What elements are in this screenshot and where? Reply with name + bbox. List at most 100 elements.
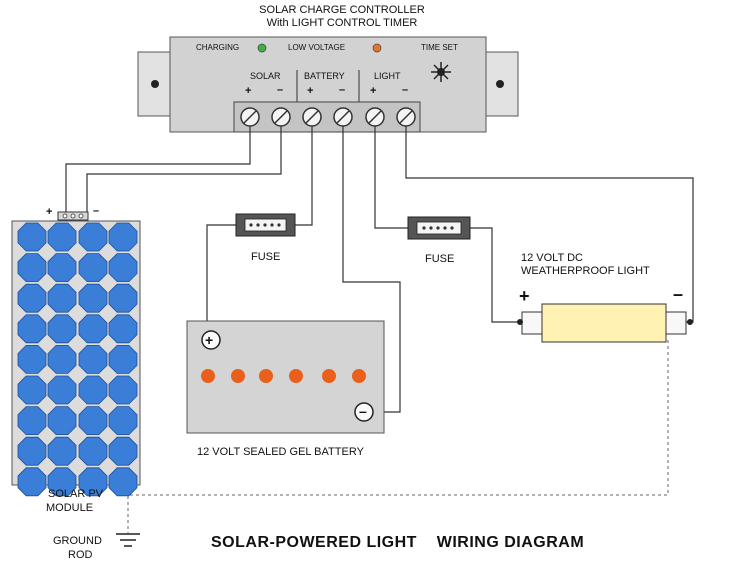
battery-negative-sign: – bbox=[339, 84, 346, 96]
light-negative-sign: – bbox=[402, 84, 409, 96]
solar-cell bbox=[78, 314, 108, 344]
solar-cell bbox=[47, 222, 77, 252]
solar-cell bbox=[78, 222, 108, 252]
light-terminal-label: LIGHT bbox=[374, 71, 401, 81]
solar-terminal-label: SOLAR bbox=[250, 71, 281, 81]
solar-cell bbox=[17, 253, 47, 283]
junction-terminal bbox=[70, 213, 76, 219]
battery-negative-terminal bbox=[354, 402, 374, 422]
low-voltage-led bbox=[372, 43, 382, 53]
time-set-label: TIME SET bbox=[421, 43, 458, 52]
wire-light-positive bbox=[374, 126, 408, 229]
wire-battery-negative bbox=[342, 126, 401, 413]
battery-cell-cap bbox=[322, 369, 336, 383]
solar-cell bbox=[17, 344, 47, 374]
solar-cell bbox=[17, 222, 47, 252]
battery-cell-cap bbox=[201, 369, 215, 383]
terminal-screw-battery-positive bbox=[302, 107, 322, 127]
lamp-end-cap-left bbox=[521, 311, 543, 335]
controller-title-line-2: With LIGHT CONTROL TIMER bbox=[266, 17, 418, 29]
ground-rod-label-line-2: ROD bbox=[68, 549, 93, 561]
solar-cell bbox=[108, 406, 138, 436]
lamp-positive-terminal bbox=[517, 319, 523, 325]
wire-fuse-to-lamp-positive bbox=[470, 227, 523, 323]
solar-cell bbox=[47, 314, 77, 344]
lamp-tube bbox=[541, 303, 667, 343]
battery-label: 12 VOLT SEALED GEL BATTERY bbox=[197, 446, 364, 458]
solar-cell bbox=[108, 253, 138, 283]
solar-cell bbox=[47, 467, 77, 497]
fuse-right-label: FUSE bbox=[425, 253, 455, 265]
terminal-screw-battery-negative bbox=[333, 107, 353, 127]
lamp-label-line-2: WEATHERPROOF LIGHT bbox=[521, 265, 650, 277]
fuse-right-holder bbox=[407, 216, 471, 240]
solar-cell bbox=[108, 344, 138, 374]
charging-led bbox=[257, 43, 267, 53]
fuse-left-holder bbox=[235, 213, 296, 237]
terminal-screw-light-positive bbox=[365, 107, 385, 127]
battery-positive-sign: + bbox=[307, 85, 314, 97]
lamp-negative-sign: – bbox=[673, 284, 684, 304]
light-positive-sign: + bbox=[370, 85, 377, 97]
solar-cell bbox=[108, 436, 138, 466]
battery-cell-cap bbox=[289, 369, 303, 383]
battery-positive-symbol: + bbox=[205, 332, 214, 348]
charging-label: CHARGING bbox=[196, 43, 240, 52]
low-voltage-label: LOW VOLTAGE bbox=[288, 43, 346, 52]
solar-cell bbox=[78, 406, 108, 436]
solar-cell bbox=[17, 406, 47, 436]
panel-positive-sign: + bbox=[46, 206, 53, 218]
mount-hole-right bbox=[496, 80, 504, 88]
battery-cell-caps bbox=[201, 369, 366, 383]
solar-cell bbox=[47, 436, 77, 466]
ground-rod-symbol bbox=[116, 533, 140, 547]
solar-cell bbox=[108, 467, 138, 497]
solar-cell bbox=[17, 375, 47, 405]
fuse-left-label: FUSE bbox=[251, 251, 281, 263]
lamp-label-line-1: 12 VOLT DC bbox=[521, 252, 583, 264]
solar-cell bbox=[47, 253, 77, 283]
mount-hole-left bbox=[151, 80, 159, 88]
ground-wire-dashed bbox=[127, 340, 669, 533]
battery-negative-symbol: – bbox=[359, 403, 367, 419]
battery-cell-cap bbox=[352, 369, 366, 383]
lamp-positive-sign: + bbox=[519, 286, 530, 306]
wire-fuse-to-battery-positive bbox=[206, 224, 236, 330]
solar-pv-label-line-1: SOLAR PV bbox=[48, 488, 104, 500]
solar-cell-grid bbox=[17, 222, 138, 497]
diagram-title: SOLAR-POWERED LIGHT WIRING DIAGRAM bbox=[211, 534, 585, 551]
solar-cell bbox=[78, 283, 108, 313]
solar-positive-sign: + bbox=[245, 85, 252, 97]
charge-controller-body bbox=[169, 36, 487, 133]
battery-positive-terminal bbox=[201, 330, 221, 350]
junction-terminal bbox=[78, 213, 84, 219]
solar-cell bbox=[108, 222, 138, 252]
ground-rod-label-line-1: GROUND bbox=[53, 535, 102, 547]
time-set-sun-icon[interactable] bbox=[431, 62, 451, 82]
solar-cell bbox=[108, 314, 138, 344]
solar-cell bbox=[78, 344, 108, 374]
battery-cell-cap bbox=[259, 369, 273, 383]
solar-cell bbox=[78, 253, 108, 283]
solar-cell bbox=[17, 283, 47, 313]
solar-cell bbox=[17, 467, 47, 497]
solar-cell bbox=[47, 406, 77, 436]
battery-terminal-label: BATTERY bbox=[304, 71, 345, 81]
battery-cell-cap bbox=[231, 369, 245, 383]
solar-cell bbox=[17, 436, 47, 466]
terminal-screw-light-negative bbox=[396, 107, 416, 127]
solar-cell bbox=[47, 344, 77, 374]
wire-solar-negative bbox=[86, 126, 282, 213]
wire-solar-positive bbox=[65, 126, 251, 213]
solar-cell bbox=[78, 375, 108, 405]
junction-terminal bbox=[62, 213, 68, 219]
solar-cell bbox=[47, 283, 77, 313]
terminal-block bbox=[233, 101, 421, 133]
wire-battery-positive bbox=[295, 126, 313, 226]
panel-negative-sign: – bbox=[93, 205, 100, 217]
lamp-negative-terminal bbox=[687, 319, 693, 325]
solar-negative-sign: – bbox=[277, 84, 284, 96]
solar-pv-label-line-2: MODULE bbox=[46, 502, 94, 514]
solar-cell bbox=[108, 283, 138, 313]
